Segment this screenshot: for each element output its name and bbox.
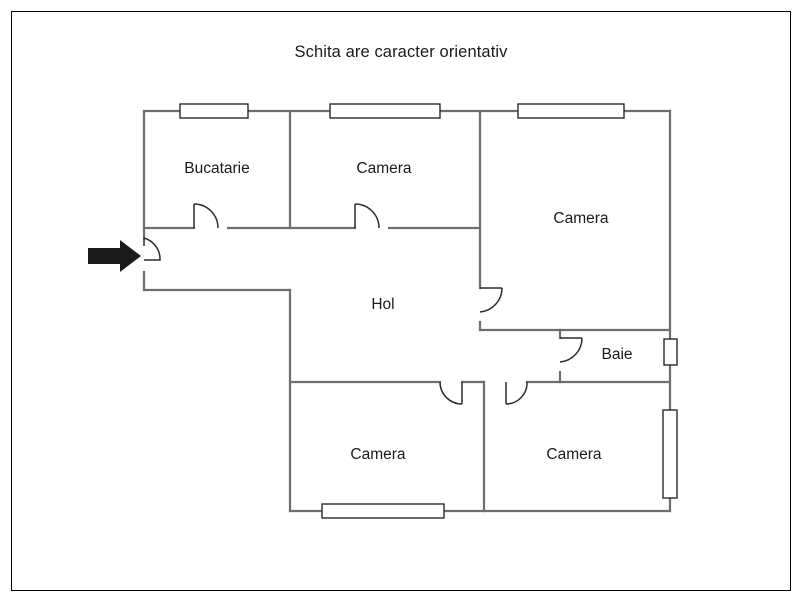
room-label-camera-bottom-right: Camera	[546, 446, 602, 463]
entrance-direction-arrow	[88, 240, 141, 272]
windows-group	[179, 103, 678, 519]
door-camera-right	[479, 287, 503, 313]
door-baie-arc	[559, 337, 583, 363]
room-label-bucatarie: Bucatarie	[184, 160, 250, 177]
doors-group	[143, 203, 583, 405]
door-camera-top-middle-arc	[354, 203, 380, 229]
room-label-camera-bottom-left: Camera	[350, 446, 406, 463]
room-label-camera-right: Camera	[553, 210, 609, 227]
door-baie	[559, 337, 583, 363]
room-label-hol: Hol	[371, 296, 395, 313]
window-camera-top-middle	[329, 103, 441, 119]
window-bucatarie	[179, 103, 249, 119]
door-bucatarie	[193, 203, 219, 229]
door-camera-top-middle	[354, 203, 380, 229]
page-title: Schita are caracter orientativ	[294, 43, 508, 61]
walls-group	[142, 109, 672, 513]
room-label-camera-top-middle: Camera	[356, 160, 412, 177]
door-camera-right-arc	[479, 287, 503, 313]
door-entrance-arc	[143, 237, 161, 261]
door-camera-bottom-right	[505, 381, 528, 405]
page-border	[11, 11, 791, 591]
door-camera-bottom-right-arc	[505, 381, 528, 405]
window-camera-bottom-right	[662, 409, 678, 499]
room-label-baie: Baie	[601, 346, 633, 363]
door-bucatarie-arc	[193, 203, 219, 229]
door-camera-bottom-left-arc	[439, 381, 463, 405]
door-entrance	[143, 237, 161, 261]
window-baie	[663, 338, 678, 366]
door-camera-bottom-left	[439, 381, 463, 405]
window-camera-right	[517, 103, 625, 119]
window-camera-bottom-left	[321, 503, 445, 519]
